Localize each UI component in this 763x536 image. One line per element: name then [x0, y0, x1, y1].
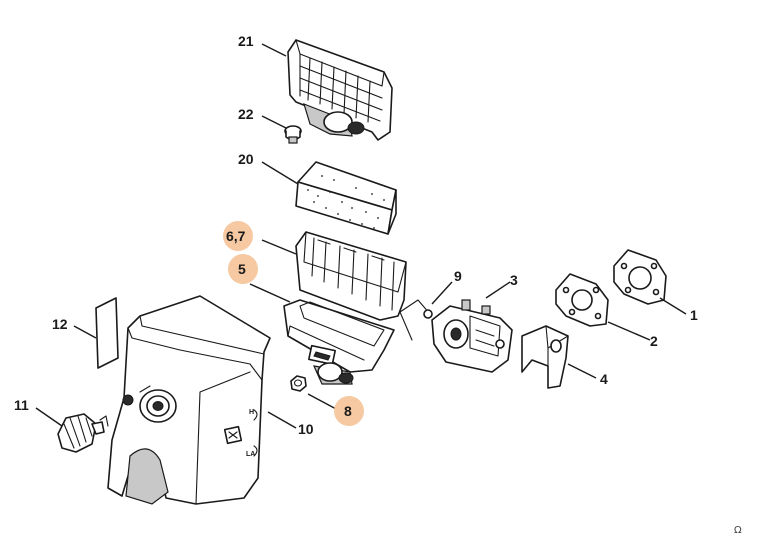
- corner-mark: Ω: [734, 525, 742, 536]
- callout-20[interactable]: 20: [238, 151, 254, 167]
- callout-highlight-8: [334, 396, 364, 426]
- part-6-7-prefilter[interactable]: [295, 231, 407, 321]
- callout-21[interactable]: 21: [238, 33, 254, 49]
- callout-2[interactable]: 2: [650, 333, 658, 349]
- part-12-plate[interactable]: [95, 297, 119, 369]
- cover-h-mark: H: [249, 409, 254, 416]
- callout-12[interactable]: 12: [52, 316, 68, 332]
- part-11-knob[interactable]: [57, 413, 109, 453]
- callout-highlights: [223, 221, 364, 426]
- callout-labels: 21 22 20 6,7 5 8 12 11 10 9 3 1 2 4: [14, 33, 698, 437]
- part-9-rod[interactable]: [399, 299, 433, 341]
- part-5-base-plate[interactable]: [283, 299, 395, 385]
- leader-lines: [35, 43, 687, 429]
- callout-5[interactable]: 5: [238, 261, 246, 277]
- callout-highlight-6-7: [223, 221, 253, 251]
- cover-la-mark: LA: [246, 451, 255, 458]
- callout-22[interactable]: 22: [238, 106, 254, 122]
- callout-9[interactable]: 9: [454, 268, 462, 284]
- callout-11[interactable]: 11: [14, 397, 29, 413]
- callout-1[interactable]: 1: [690, 307, 698, 323]
- callout-3[interactable]: 3: [510, 272, 518, 288]
- part-1-gasket[interactable]: [613, 249, 667, 305]
- part-4-bracket[interactable]: [521, 325, 569, 389]
- callout-8[interactable]: 8: [344, 403, 352, 419]
- callout-4[interactable]: 4: [600, 371, 608, 387]
- part-10-cover[interactable]: H LA: [107, 295, 271, 505]
- part-2-gasket[interactable]: [555, 273, 609, 327]
- part-8-nut[interactable]: [290, 375, 307, 392]
- part-3-carburetor[interactable]: [431, 299, 513, 373]
- callout-6-7[interactable]: 6,7: [226, 228, 246, 244]
- callout-highlight-5: [228, 254, 258, 284]
- part-20-foam-block[interactable]: [295, 161, 397, 235]
- part-21-air-filter[interactable]: [287, 39, 393, 141]
- part-22-screw[interactable]: [284, 125, 302, 144]
- callout-10[interactable]: 10: [298, 421, 314, 437]
